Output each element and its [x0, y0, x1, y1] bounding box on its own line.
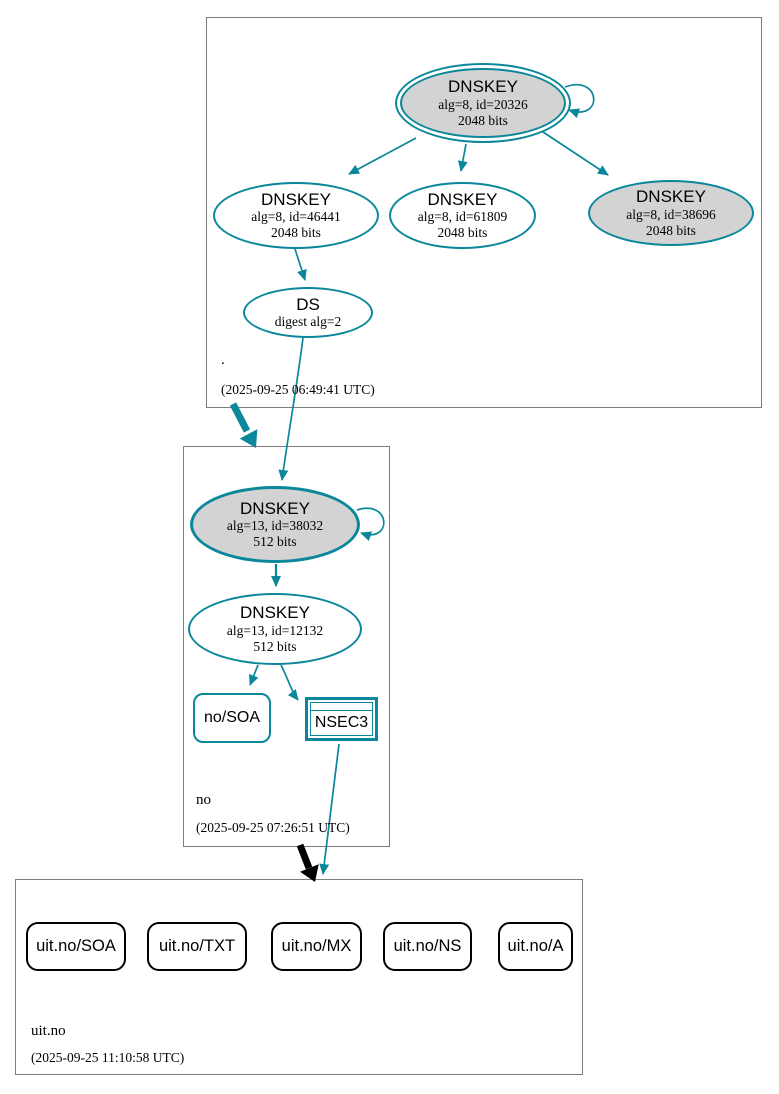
node-detail: alg=8, id=46441: [251, 209, 341, 225]
node-no-zsk-dnskey-12132[interactable]: DNSKEY alg=13, id=12132 512 bits: [188, 593, 362, 665]
zone-box-uit-no: [15, 879, 583, 1075]
node-uit-no-mx[interactable]: uit.no/MX: [271, 922, 362, 971]
node-bits: 2048 bits: [646, 222, 696, 238]
zone-timestamp-uit-no: (2025-09-25 11:10:58 UTC): [31, 1050, 185, 1065]
zone-label-uit-no: uit.no: [31, 1023, 66, 1039]
node-detail: alg=8, id=20326: [438, 96, 528, 112]
zone-label-no: no: [196, 792, 211, 808]
node-bits: 2048 bits: [271, 225, 321, 241]
node-title: DNSKEY: [240, 603, 310, 623]
node-root-ksk-dnskey-20326[interactable]: DNSKEY alg=8, id=20326 2048 bits: [395, 63, 571, 143]
node-label: uit.no/NS: [393, 937, 462, 955]
node-bits: 2048 bits: [437, 225, 488, 241]
node-dnskey-46441[interactable]: DNSKEY alg=8, id=46441 2048 bits: [213, 182, 379, 249]
node-title: DS: [296, 294, 320, 314]
zone-label-root: .: [221, 352, 225, 368]
node-root-ksk-inner: DNSKEY alg=8, id=20326 2048 bits: [400, 68, 566, 138]
node-label: no/SOA: [203, 709, 261, 726]
zone-box-root: [206, 17, 762, 408]
node-no-soa[interactable]: no/SOA: [193, 693, 271, 743]
delegation-arrow-no-to-uit-no: [296, 843, 319, 882]
node-no-ksk-dnskey-38032[interactable]: DNSKEY alg=13, id=38032 512 bits: [190, 486, 360, 563]
zone-timestamp-no: (2025-09-25 07:26:51 UTC): [196, 820, 350, 835]
node-title: DNSKEY: [261, 189, 331, 209]
node-title: DNSKEY: [636, 187, 706, 207]
node-bits: 512 bits: [253, 638, 297, 654]
node-detail: alg=13, id=38032: [226, 518, 324, 534]
node-detail: alg=8, id=61809: [417, 209, 508, 225]
nsec3-record: NSEC3: [310, 702, 373, 736]
node-title: DNSKEY: [427, 189, 498, 209]
node-nsec3[interactable]: NSEC3: [305, 697, 378, 741]
nsec3-top-cell: [311, 703, 372, 711]
node-ds[interactable]: DS digest alg=2: [243, 287, 373, 338]
node-detail: alg=8, id=38696: [626, 206, 716, 222]
node-label: uit.no/TXT: [158, 937, 236, 955]
node-uit-no-a[interactable]: uit.no/A: [498, 922, 573, 971]
node-uit-no-soa[interactable]: uit.no/SOA: [26, 922, 126, 971]
node-title: DNSKEY: [240, 498, 310, 518]
node-label: NSEC3: [314, 714, 369, 731]
node-title: DNSKEY: [448, 77, 518, 97]
node-detail: digest alg=2: [274, 314, 342, 330]
node-uit-no-ns[interactable]: uit.no/NS: [383, 922, 472, 971]
node-bits: 2048 bits: [458, 112, 508, 128]
node-label: uit.no/MX: [281, 937, 352, 955]
node-uit-no-txt[interactable]: uit.no/TXT: [147, 922, 247, 971]
node-bits: 512 bits: [253, 534, 297, 550]
node-label: uit.no/SOA: [36, 937, 116, 955]
node-label: uit.no/A: [507, 937, 564, 955]
node-detail: alg=13, id=12132: [226, 622, 324, 638]
delegation-arrow-root-to-no: [229, 402, 258, 448]
node-dnskey-38696[interactable]: DNSKEY alg=8, id=38696 2048 bits: [588, 180, 754, 246]
node-dnskey-61809[interactable]: DNSKEY alg=8, id=61809 2048 bits: [389, 182, 536, 249]
zone-timestamp-root: (2025-09-25 06:49:41 UTC): [221, 382, 375, 397]
